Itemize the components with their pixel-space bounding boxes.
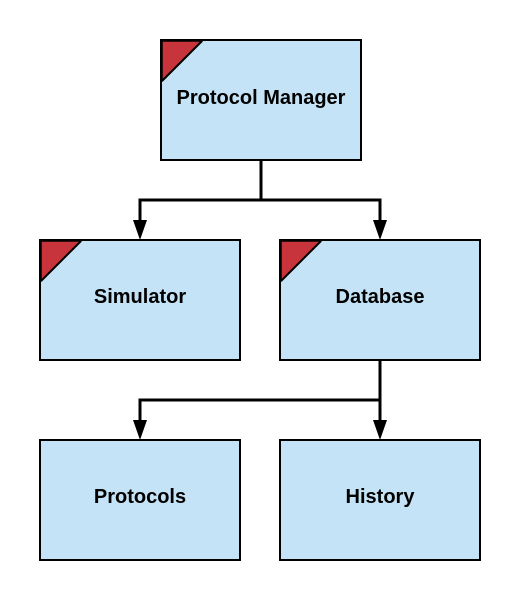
arrowhead-history [373,420,387,440]
edge-protocol-manager-to-database [261,198,382,224]
arrowhead-database [373,220,387,240]
edge-protocol-manager-to-simulator [138,160,263,224]
node-label: Simulator [94,286,186,308]
node-label: Protocol Manager [177,87,346,109]
connectors [133,160,387,440]
node-history[interactable]: History [279,439,481,561]
node-simulator[interactable]: Simulator [39,239,241,361]
edge-database-to-protocols [138,360,382,424]
node-protocols[interactable]: Protocols [39,439,241,561]
node-protocol-manager[interactable]: Protocol Manager [160,39,362,161]
node-label: History [346,486,416,508]
node-label: Database [336,286,425,308]
node-database[interactable]: Database [279,239,481,361]
arrowhead-protocols [133,420,147,440]
node-label: Protocols [94,486,186,508]
arrowhead-simulator [133,220,147,240]
